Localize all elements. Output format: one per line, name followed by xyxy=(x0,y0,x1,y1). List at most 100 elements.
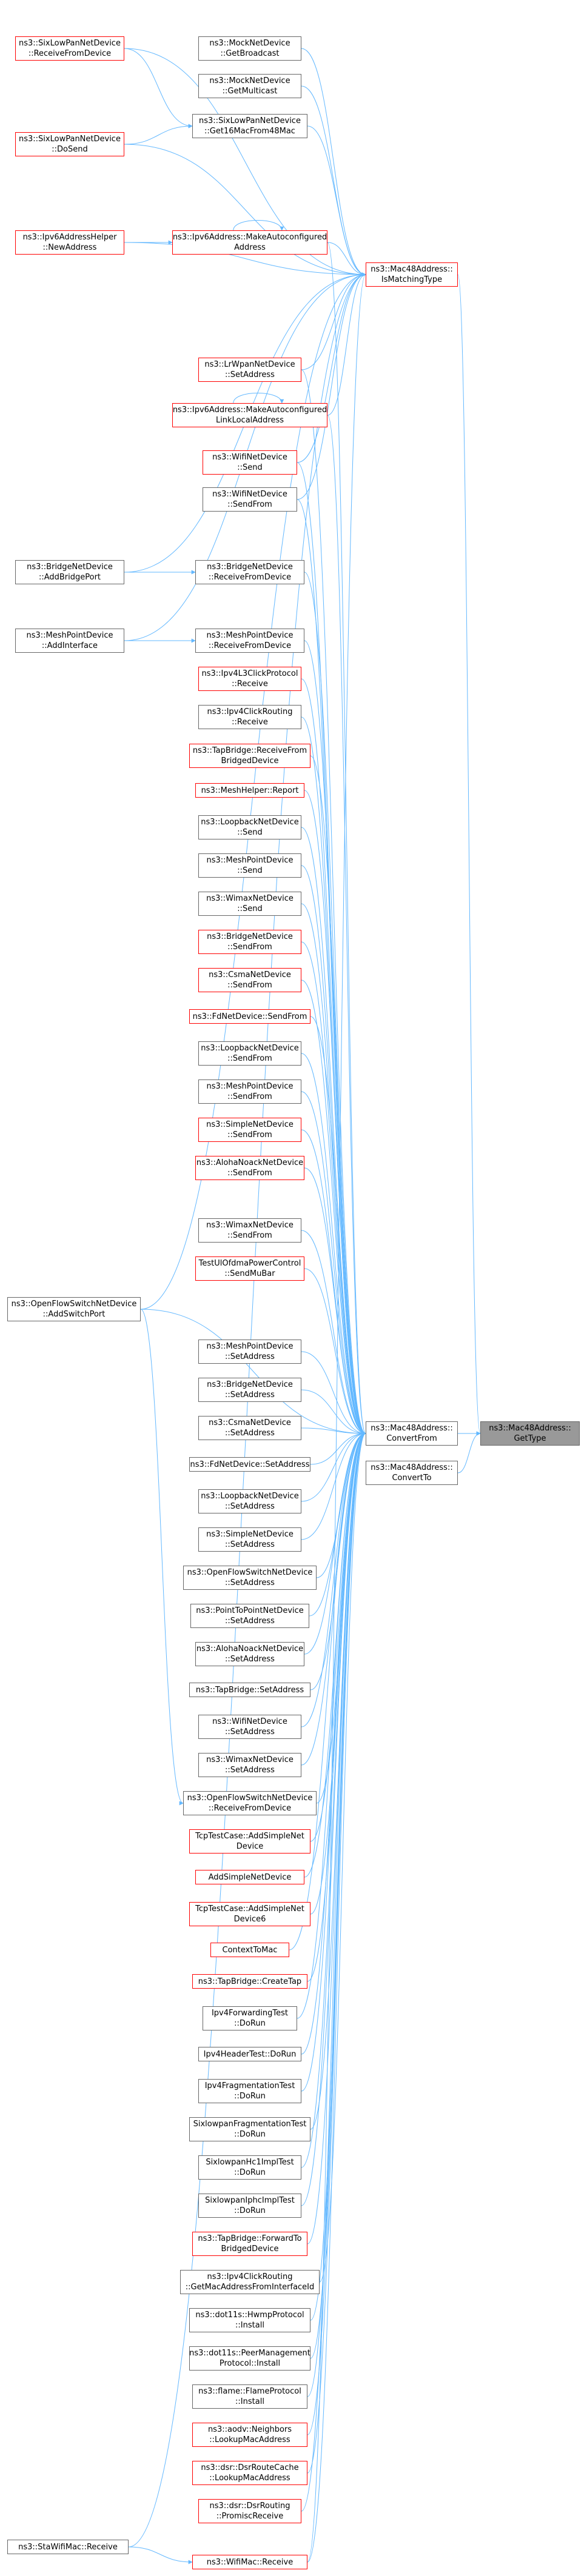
graph-node[interactable]: ns3::dsr::DsrRouting::PromiscReceive xyxy=(198,2499,301,2523)
graph-node[interactable]: ns3::OpenFlowSwitchNetDevice::SetAddress xyxy=(183,1566,317,1590)
graph-node[interactable]: Ipv4HeaderTest::DoRun xyxy=(198,2047,301,2061)
graph-node[interactable]: ns3::WimaxNetDevice::Send xyxy=(198,892,301,916)
graph-node[interactable]: ns3::Mac48Address::IsMatchingType xyxy=(366,262,458,287)
graph-node[interactable]: ns3::SimpleNetDevice::SendFrom xyxy=(198,1118,301,1142)
graph-node[interactable]: ns3::MockNetDevice::GetBroadcast xyxy=(198,36,301,61)
node-label-line: ns3::MockNetDevice xyxy=(209,76,290,85)
graph-node[interactable]: ns3::OpenFlowSwitchNetDevice::AddSwitchP… xyxy=(7,1297,141,1321)
graph-node[interactable]: ns3::MockNetDevice::GetMulticast xyxy=(198,74,301,98)
graph-node[interactable]: SixlowpanHc1ImplTest::DoRun xyxy=(198,2155,301,2180)
node-label-line: ns3::MeshPointDevice xyxy=(206,631,294,640)
node-label-line: ns3::SimpleNetDevice xyxy=(206,1530,294,1539)
call-edge xyxy=(124,48,193,128)
node-label-line: ::Send xyxy=(237,866,263,875)
graph-node[interactable]: ns3::Ipv4ClickRouting::GetMacAddressFrom… xyxy=(180,2270,320,2294)
graph-node[interactable]: ns3::WifiNetDevice::Send xyxy=(203,450,297,475)
graph-node[interactable]: ns3::LoopbackNetDevice::Send xyxy=(198,815,301,839)
node-label-line: ::AddSwitchPort xyxy=(42,1310,106,1319)
node-label-line: ::SetAddress xyxy=(225,1352,275,1361)
node-label-line: ns3::LoopbackNetDevice xyxy=(201,1044,299,1053)
graph-node[interactable]: ns3::MeshPointDevice::SendFrom xyxy=(198,1079,301,1104)
graph-node[interactable]: ns3::BridgeNetDevice::SendFrom xyxy=(198,930,301,954)
graph-node[interactable]: Ipv4FragmentationTest::DoRun xyxy=(198,2079,301,2103)
graph-node[interactable]: ns3::SixLowPanNetDevice::Get16MacFrom48M… xyxy=(192,114,307,138)
call-edge xyxy=(301,865,366,1436)
node-label-line: ::AddInterface xyxy=(41,641,98,650)
call-edge xyxy=(301,941,366,1436)
graph-node[interactable]: ns3::TapBridge::SetAddress xyxy=(189,1683,310,1697)
node-label-line: ::SendFrom xyxy=(227,943,272,952)
graph-node[interactable]: ns3::BridgeNetDevice::SetAddress xyxy=(198,1378,301,1402)
graph-node[interactable]: ns3::WifiMac::Receive xyxy=(192,2555,307,2569)
node-label-line: ns3::StaWifiMac::Receive xyxy=(18,2542,118,2552)
graph-node[interactable]: ns3::SixLowPanNetDevice::DoSend xyxy=(15,132,124,156)
graph-node[interactable]: ns3::StaWifiMac::Receive xyxy=(7,2540,129,2554)
node-label-line: IsMatchingType xyxy=(381,275,443,284)
graph-node[interactable]: ContextToMac xyxy=(210,1943,289,1957)
graph-node[interactable]: ns3::TapBridge::CreateTap xyxy=(192,1974,307,1989)
self-loop-edge xyxy=(233,220,284,231)
node-label-line: ::DoSend xyxy=(52,145,88,154)
graph-node[interactable]: SixlowpanFragmentationTest::DoRun xyxy=(189,2117,310,2141)
call-edge xyxy=(301,369,366,1436)
graph-node[interactable]: ns3::Mac48Address::ConvertTo xyxy=(366,1461,458,1485)
graph-node[interactable]: ns3::AlohaNoackNetDevice::SetAddress xyxy=(195,1642,304,1666)
graph-node[interactable]: ns3::WimaxNetDevice::SendFrom xyxy=(198,1218,301,1243)
graph-node[interactable]: ns3::AlohaNoackNetDevice::SendFrom xyxy=(195,1156,304,1180)
graph-node[interactable]: ns3::Ipv4ClickRouting::Receive xyxy=(198,705,301,729)
graph-node[interactable]: ns3::flame::FlameProtocol::Install xyxy=(192,2384,307,2409)
graph-node[interactable]: ns3::BridgeNetDevice::ReceiveFromDevice xyxy=(195,560,304,584)
graph-node[interactable]: ns3::aodv::Neighbors::LookupMacAddress xyxy=(192,2423,307,2447)
node-label-line: AddSimpleNetDevice xyxy=(208,1872,292,1882)
graph-node[interactable]: ns3::FdNetDevice::SendFrom xyxy=(189,1009,310,1024)
call-edge xyxy=(304,1268,366,1436)
focus-node[interactable]: ns3::Mac48Address::GetType xyxy=(480,1421,580,1446)
graph-node[interactable]: ns3::MeshPointDevice::SetAddress xyxy=(198,1340,301,1364)
graph-node[interactable]: ns3::WifiNetDevice::SetAddress xyxy=(198,1715,301,1739)
graph-node[interactable]: ns3::SimpleNetDevice::SetAddress xyxy=(198,1527,301,1552)
graph-node[interactable]: ns3::MeshPointDevice::Send xyxy=(198,853,301,878)
graph-node[interactable]: ns3::OpenFlowSwitchNetDevice::ReceiveFro… xyxy=(183,1791,317,1815)
node-label-line: ns3::OpenFlowSwitchNetDevice xyxy=(187,1794,313,1803)
graph-node[interactable]: ns3::MeshHelper::Report xyxy=(195,783,304,798)
node-label-line: ::LookupMacAddress xyxy=(209,2474,290,2483)
graph-node[interactable]: TestUlOfdmaPowerControl::SendMuBar xyxy=(195,1256,304,1281)
graph-node[interactable]: ns3::dsr::DsrRouteCache::LookupMacAddres… xyxy=(192,2461,307,2485)
call-edge xyxy=(304,790,366,1436)
call-edge xyxy=(301,48,366,277)
node-label-line: ::ReceiveFromDevice xyxy=(28,49,112,58)
graph-node[interactable]: ns3::CsmaNetDevice::SendFrom xyxy=(198,968,301,992)
graph-node[interactable]: ns3::MeshPointDevice::ReceiveFromDevice xyxy=(195,629,304,653)
graph-node[interactable]: ns3::Ipv4L3ClickProtocol::Receive xyxy=(198,667,301,691)
graph-node[interactable]: ns3::MeshPointDevice::AddInterface xyxy=(15,629,124,653)
graph-node[interactable]: AddSimpleNetDevice xyxy=(195,1870,304,1884)
graph-node[interactable]: ns3::LoopbackNetDevice::SetAddress xyxy=(198,1489,301,1513)
graph-node[interactable]: ns3::Ipv6AddressHelper::NewAddress xyxy=(15,230,124,255)
call-edge xyxy=(301,1431,366,2512)
call-edge xyxy=(124,48,366,277)
graph-node[interactable]: ns3::BridgeNetDevice::AddBridgePort xyxy=(15,560,124,584)
graph-node[interactable]: ns3::dot11s::HwmpProtocol::Install xyxy=(189,2308,310,2332)
graph-node[interactable]: ns3::SixLowPanNetDevice::ReceiveFromDevi… xyxy=(15,36,124,61)
graph-node[interactable]: SixlowpanIphcImplTest::DoRun xyxy=(198,2194,301,2218)
graph-node[interactable]: ns3::CsmaNetDevice::SetAddress xyxy=(198,1416,301,1440)
graph-node[interactable]: ns3::LoopbackNetDevice::SendFrom xyxy=(198,1041,301,1066)
graph-node[interactable]: ns3::LrWpanNetDevice::SetAddress xyxy=(198,358,301,382)
node-label-line: ::SetAddress xyxy=(225,1578,275,1587)
graph-node[interactable]: ns3::Mac48Address::ConvertFrom xyxy=(366,1421,458,1446)
graph-node[interactable]: ns3::PointToPointNetDevice::SetAddress xyxy=(190,1604,309,1628)
graph-node[interactable]: Ipv4ForwardingTest::DoRun xyxy=(203,2006,297,2030)
node-label-line: ns3::MeshPointDevice xyxy=(206,1342,294,1351)
graph-node[interactable]: ns3::WimaxNetDevice::SetAddress xyxy=(198,1753,301,1777)
node-label-line: ns3::aodv::Neighbors xyxy=(207,2425,292,2434)
call-edge xyxy=(327,415,366,1436)
graph-node[interactable]: ns3::FdNetDevice::SetAddress xyxy=(189,1457,310,1472)
graph-node[interactable]: ns3::WifiNetDevice::SendFrom xyxy=(203,487,297,512)
